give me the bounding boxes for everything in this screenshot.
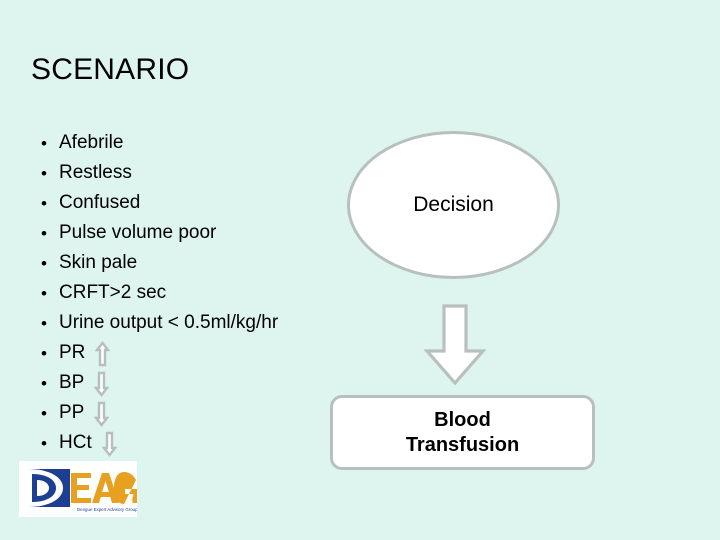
bullet-marker-icon: • [41,313,47,333]
bullet-marker-icon: • [41,163,47,183]
outcome-node-label: Blood Transfusion [406,408,519,458]
bullet-marker-icon: • [41,403,47,423]
bullet-marker-icon: • [41,283,47,303]
outcome-line-2: Transfusion [405,433,520,456]
scenario-bullet-list: • Afebrile • Restless • Confused • Pulse volume… [33,128,278,458]
down-arrow-icon [423,303,487,387]
list-item: • HCt [33,428,278,458]
list-item: • Confused [33,188,278,218]
bullet-marker-icon: • [41,433,47,453]
list-item: • Afebrile [33,128,278,158]
list-item: • CRFT>2 sec [33,278,278,308]
list-item-label: BP [59,372,85,393]
list-item: • BP [33,368,278,398]
list-item-label: HCt [59,432,92,453]
svg-text:Dengue Expert Advisory Group: Dengue Expert Advisory Group [77,507,137,512]
down-arrow-icon [101,431,117,457]
list-item-label: Skin pale [59,252,138,273]
list-item: • PR [33,338,278,368]
list-item: • Pulse volume poor [33,218,278,248]
list-item-label: PR [59,342,86,363]
bullet-marker-icon: • [41,373,47,393]
list-item-label: Afebrile [59,132,124,153]
list-item-label: Pulse volume poor [59,222,217,243]
down-arrow-icon [94,371,110,397]
list-item-label: Restless [59,162,132,183]
up-arrow-icon [95,341,111,367]
list-item-label: PP [59,402,85,423]
outcome-node: Blood Transfusion [330,395,595,470]
list-item: • Restless [33,158,278,188]
list-item-label: CRFT>2 sec [59,282,167,303]
list-item: • PP [33,398,278,428]
bullet-marker-icon: • [41,193,47,213]
list-item-label: Confused [59,192,141,213]
list-item-label: Urine output < 0.5ml/kg/hr [59,312,279,333]
page-title: SCENARIO [31,53,190,86]
outcome-line-1: Blood [434,408,491,431]
organisation-logo: Dengue Expert Advisory Group [19,461,137,517]
bullet-marker-icon: • [41,133,47,153]
bullet-marker-icon: • [41,343,47,363]
down-arrow-icon [94,401,110,427]
list-item: • Urine output < 0.5ml/kg/hr [33,308,278,338]
bullet-marker-icon: • [41,253,47,273]
decision-node-label: Decision [413,193,494,216]
decision-node: Decision [347,131,560,279]
list-item: • Skin pale [33,248,278,278]
bullet-marker-icon: • [41,223,47,243]
